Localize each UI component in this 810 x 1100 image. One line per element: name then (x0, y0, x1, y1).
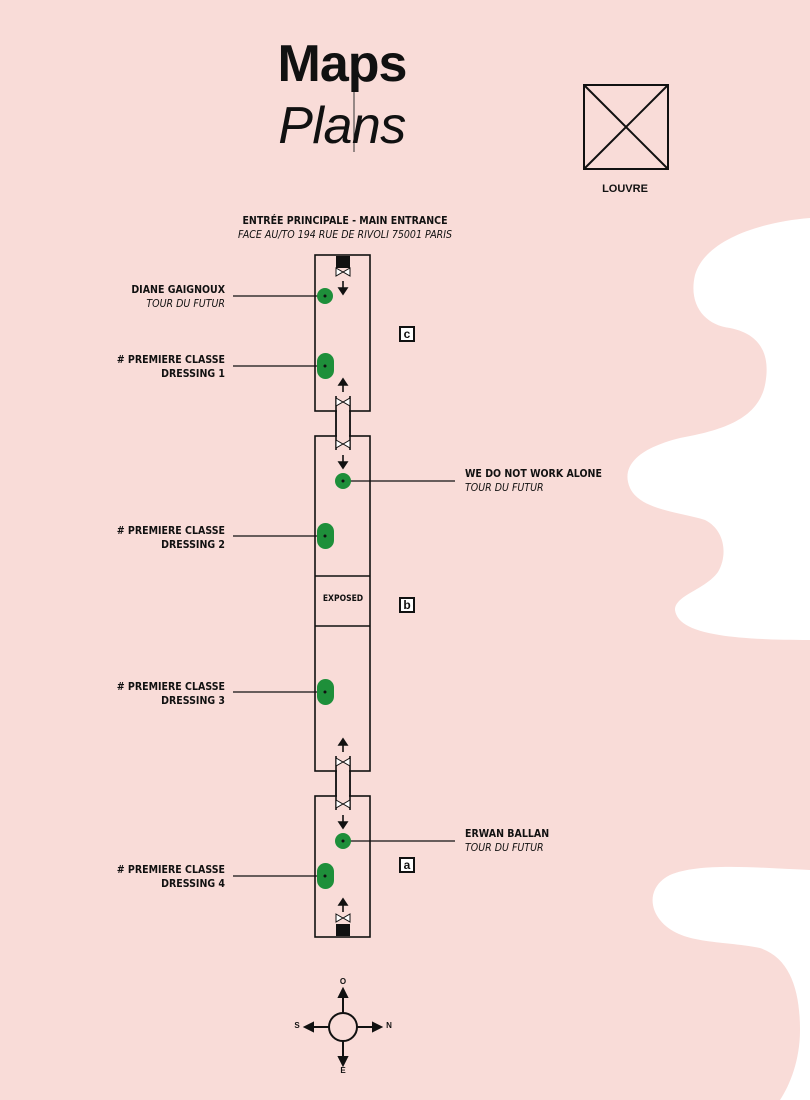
arrow-down-icon (337, 281, 349, 296)
arrow-up-icon (337, 377, 349, 392)
arrow-up-icon (337, 737, 349, 752)
door-icon (335, 757, 351, 767)
entrance-title: ENTRÉE PRINCIPALE - MAIN ENTRANCE (242, 214, 448, 227)
arrow-up-icon (337, 897, 349, 912)
point-label[interactable]: # PREMIERE CLASSE DRESSING 3 (116, 680, 225, 707)
page-subtitle: Plans (278, 97, 406, 155)
landmark-label: LOUVRE (602, 183, 648, 195)
compass-label-up: O (339, 977, 347, 986)
crossed-square-icon (583, 84, 669, 170)
point-label[interactable]: ERWAN BALLAN TOUR DU FUTUR (465, 827, 550, 854)
door-icon (335, 397, 351, 407)
compass-icon (302, 986, 384, 1068)
arrow-down-icon (337, 815, 349, 830)
page-title: Maps (277, 35, 408, 93)
compass-label-down: E (340, 1066, 346, 1075)
point-label[interactable]: WE DO NOT WORK ALONE TOUR DU FUTUR (465, 467, 602, 494)
compass-label-left: S (294, 1021, 300, 1030)
room-label-exposed: EXPOSED (322, 594, 364, 604)
point-label[interactable]: DIANE GAIGNOUX TOUR DU FUTUR (131, 283, 225, 310)
point-label[interactable]: # PREMIERE CLASSE DRESSING 1 (116, 353, 225, 380)
entrance-door-icon (335, 913, 351, 936)
door-icon (335, 799, 351, 809)
entrance-address: FACE AU/TO 194 RUE DE RIVOLI 75001 PARIS (237, 228, 453, 241)
section-tag-a[interactable]: a (399, 857, 415, 873)
main-entrance-label: ENTRÉE PRINCIPALE - MAIN ENTRANCE FACE A… (212, 214, 479, 242)
door-icon (335, 439, 351, 449)
compass-label-right: N (386, 1021, 392, 1030)
decorative-blob (652, 866, 810, 1100)
point-label[interactable]: # PREMIERE CLASSE DRESSING 4 (116, 863, 225, 890)
decorative-blob (627, 218, 810, 640)
point-label[interactable]: # PREMIERE CLASSE DRESSING 2 (116, 524, 225, 551)
arrow-down-icon (337, 455, 349, 470)
section-tag-b[interactable]: b (399, 597, 415, 613)
section-tag-c[interactable]: c (399, 326, 415, 342)
entrance-door-icon (335, 256, 351, 277)
